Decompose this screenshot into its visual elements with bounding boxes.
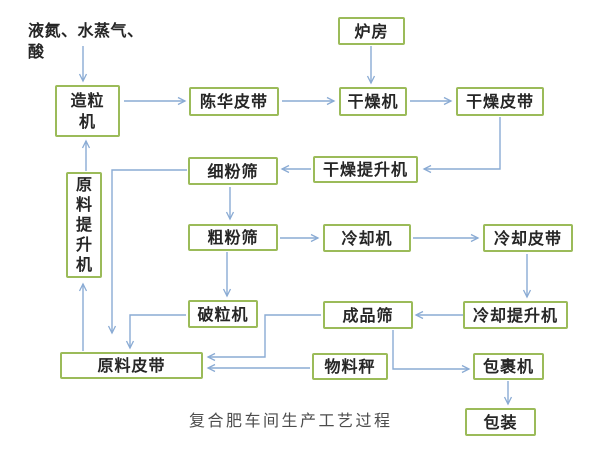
node-granulator-label: 造粒机 — [70, 91, 105, 131]
node-product-sieve: 成品筛 — [323, 301, 413, 329]
inputs-label: 液氮、水蒸气、酸 — [28, 21, 144, 61]
node-drying-belt: 干燥皮带 — [456, 87, 544, 116]
edge-crusher-raw-belt — [125, 314, 186, 350]
node-furnace-label: 炉房 — [354, 21, 389, 41]
diagram-caption: 复合肥车间生产工艺过程 — [189, 411, 393, 430]
node-dryer: 干燥机 — [339, 87, 407, 116]
node-granulator: 造粒机 — [55, 85, 120, 137]
edge-drying-belt-drying-elevator — [422, 117, 501, 174]
node-cooler-label: 冷却机 — [341, 228, 393, 248]
edge-fine-sieve-raw-belt — [107, 169, 187, 335]
node-crusher-label: 破粒机 — [197, 304, 249, 324]
node-coarse-sieve-label: 粗粉筛 — [207, 228, 259, 247]
node-drying-belt-label: 干燥皮带 — [465, 92, 534, 111]
edge-product-sieve-raw-belt — [206, 314, 321, 362]
node-raw-belt: 原料皮带 — [60, 352, 203, 379]
node-packing-label: 包装 — [483, 412, 518, 432]
node-material-scale-label: 物料秤 — [324, 357, 376, 376]
node-packing: 包装 — [465, 408, 536, 436]
node-cooling-belt: 冷却皮带 — [483, 224, 573, 252]
node-aging-belt: 陈华皮带 — [189, 87, 279, 116]
node-wrapper-label: 包裹机 — [482, 357, 534, 376]
node-crusher: 破粒机 — [188, 300, 258, 328]
node-raw-belt-label: 原料皮带 — [97, 356, 166, 375]
node-raw-elevator-label: 原料提升机 — [75, 175, 92, 274]
node-fine-sieve-label: 细粉筛 — [207, 161, 259, 181]
node-furnace: 炉房 — [338, 17, 405, 45]
node-raw-elevator: 原料提升机 — [66, 172, 102, 278]
node-cooling-belt-label: 冷却皮带 — [493, 228, 562, 248]
node-aging-belt-label: 陈华皮带 — [199, 92, 268, 111]
edge-product-sieve-wrapper — [392, 330, 471, 374]
node-coarse-sieve: 粗粉筛 — [188, 224, 278, 251]
node-drying-elevator: 干燥提升机 — [313, 156, 418, 183]
node-cooling-elevator: 冷却提升机 — [463, 301, 568, 329]
node-fine-sieve: 细粉筛 — [188, 157, 278, 185]
node-drying-elevator-label: 干燥提升机 — [322, 160, 408, 179]
node-wrapper: 包裹机 — [473, 353, 544, 380]
node-product-sieve-label: 成品筛 — [342, 305, 394, 325]
node-cooler: 冷却机 — [323, 224, 411, 252]
node-dryer-label: 干燥机 — [347, 92, 399, 111]
node-cooling-elevator-label: 冷却提升机 — [472, 305, 558, 325]
node-material-scale: 物料秤 — [312, 353, 388, 380]
